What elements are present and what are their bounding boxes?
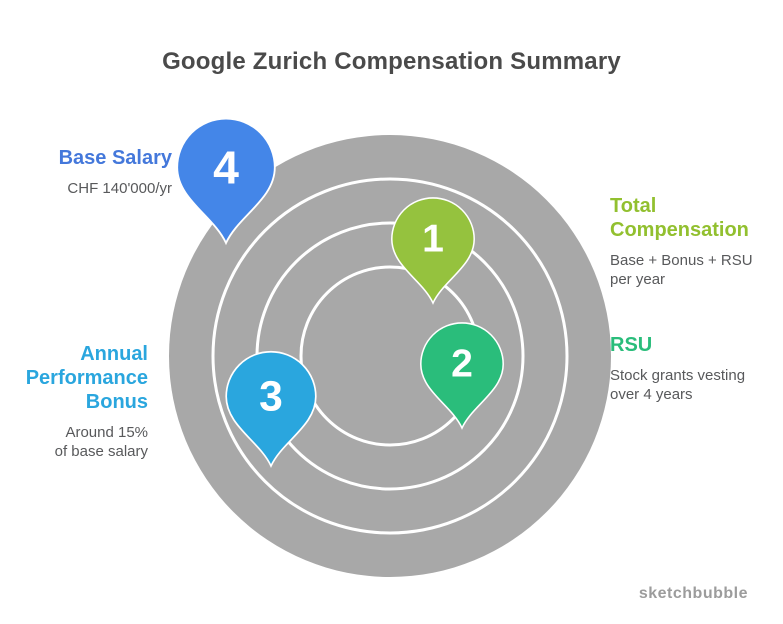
pin-3-number: 3 <box>259 373 283 421</box>
ring-outer <box>169 135 611 577</box>
pin-4-number: 4 <box>213 141 239 193</box>
map-pin-icon <box>391 197 475 305</box>
callout-sub-line: Base + Bonus + RSU <box>610 252 753 269</box>
callout-sub-line: Around 15% <box>65 424 148 441</box>
callout-label-line: Bonus <box>85 391 148 413</box>
callout-label-line: Performance <box>25 367 148 389</box>
callout-label-line: Total <box>610 195 657 217</box>
callout-label: Total Compensation <box>610 194 780 242</box>
callout-subtext: Stock grants vesting over 4 years <box>610 366 780 404</box>
pin-2: 2 <box>420 322 504 430</box>
callout-label-line: Compensation <box>610 219 749 241</box>
callout-label: RSU <box>610 334 653 356</box>
callout-subtext: Base + Bonus + RSU per year <box>610 251 780 289</box>
pin-1-number: 1 <box>422 218 444 261</box>
page-title: Google Zurich Compensation Summary <box>162 48 621 75</box>
callout-sub-line: per year <box>610 271 666 288</box>
callout-annual-bonus: Annual Performance Bonus Around 15% of b… <box>3 342 148 461</box>
callout-base-salary: Base Salary CHF 140'000/yr <box>12 146 172 198</box>
callout-total-compensation: Total Compensation Base + Bonus + RSU pe… <box>610 194 780 289</box>
callout-sub-line: of base salary <box>54 443 148 460</box>
map-pin-icon <box>225 350 317 469</box>
map-pin-icon <box>420 322 504 430</box>
callout-subtext: CHF 140'000/yr <box>67 180 172 197</box>
watermark: sketchbubble <box>638 585 748 602</box>
pin-4: 4 <box>176 117 276 246</box>
callout-sub-line: Stock grants vesting <box>610 367 746 384</box>
callout-label: Annual Performance Bonus <box>3 342 148 414</box>
callout-label: Base Salary <box>58 147 172 169</box>
pin-1: 1 <box>391 197 475 305</box>
ring-3 <box>211 177 569 535</box>
map-pin-icon <box>176 117 276 246</box>
pin-3: 3 <box>225 350 317 469</box>
callout-sub-line: over 4 years <box>610 386 693 403</box>
callout-subtext: Around 15% of base salary <box>3 423 148 461</box>
callout-rsu: RSU Stock grants vesting over 4 years <box>610 333 780 404</box>
pin-2-number: 2 <box>451 343 473 386</box>
callout-label-line: Annual <box>80 343 148 365</box>
